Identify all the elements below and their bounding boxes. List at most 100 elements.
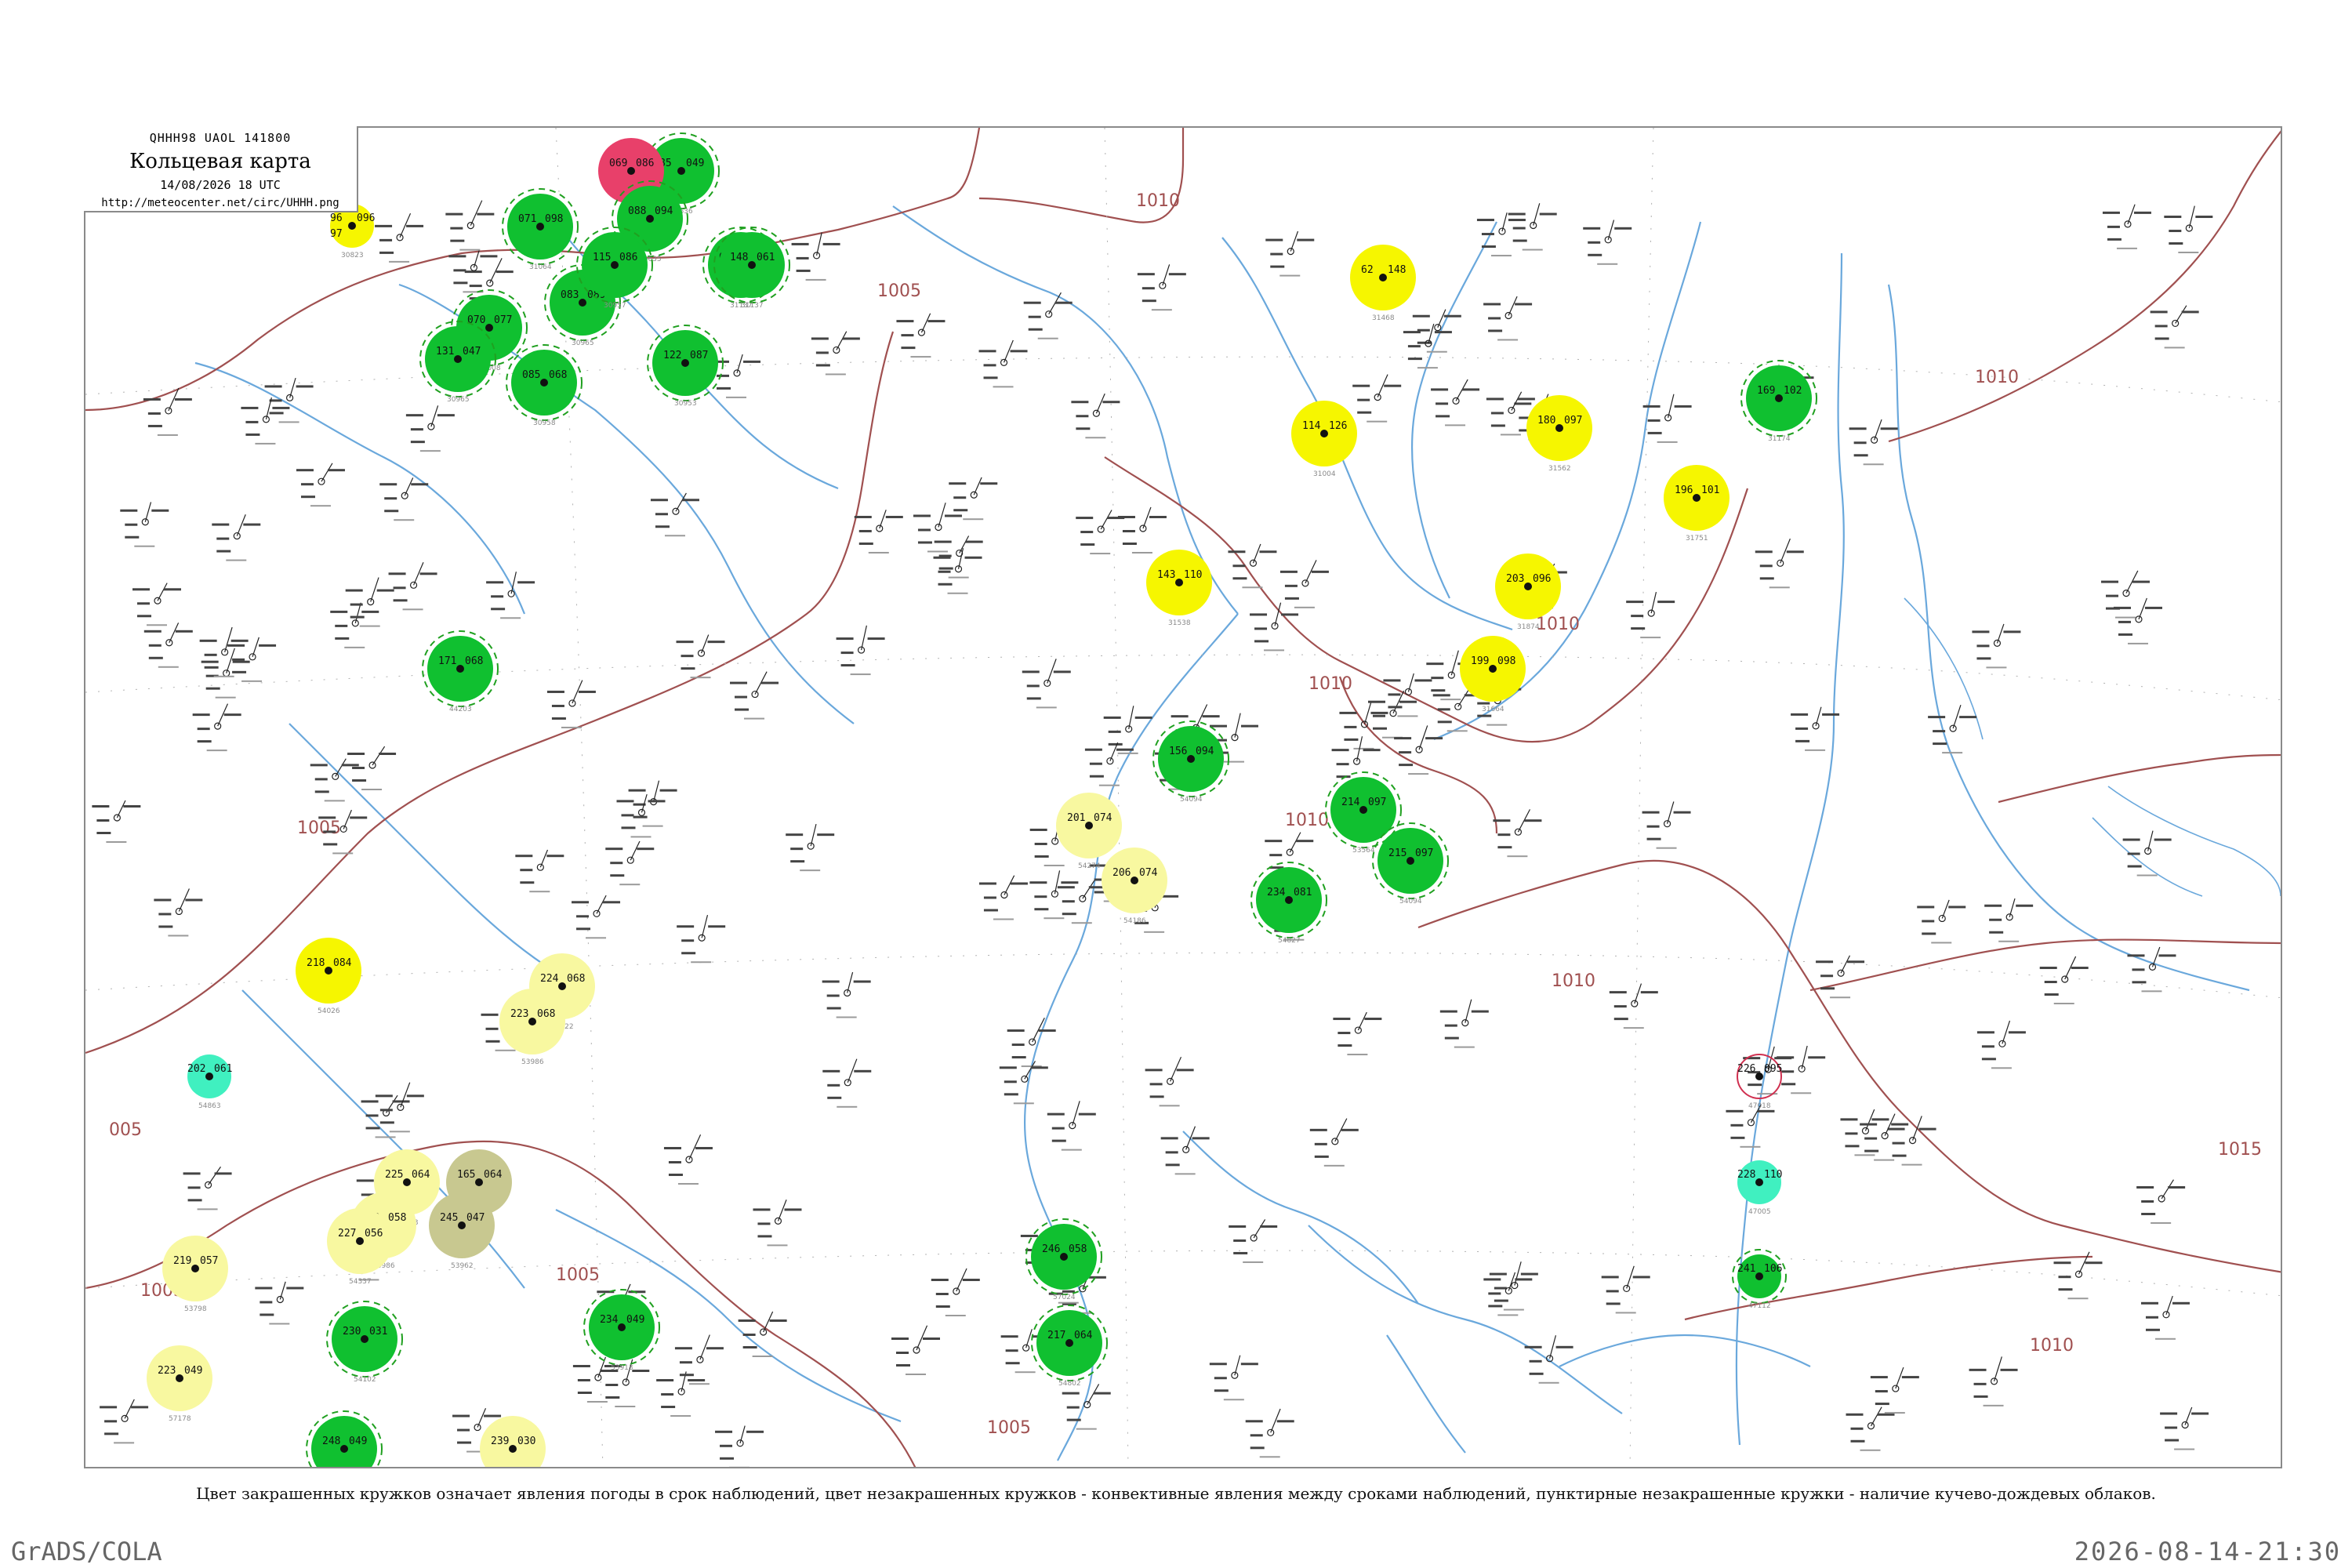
bg-wind-barb: [144, 502, 152, 522]
bg-value-mark: [551, 704, 564, 707]
bg-value-mark: [1984, 904, 2002, 907]
bg-value-mark: [1102, 401, 1120, 404]
bg-wind-barb: [1952, 705, 1962, 729]
station-rain-1: 8504930636: [643, 132, 720, 216]
bg-id-mark: [394, 519, 415, 521]
bg-value-mark: [1757, 1109, 1775, 1112]
bg-station-plot: [1431, 379, 1480, 426]
bg-value-mark: [576, 915, 590, 918]
bg-value-mark: [1297, 238, 1315, 241]
bg-station-plot: [1969, 1356, 2018, 1406]
bg-wind-barb: [510, 572, 517, 594]
bg-wind-barb: [473, 249, 480, 268]
bg-value-mark: [933, 556, 951, 559]
station-dot: [1175, 579, 1183, 586]
bg-id-mark: [868, 551, 889, 554]
bg-wind-barb: [2078, 1251, 2090, 1275]
bg-value-mark: [1901, 1376, 1919, 1379]
bg-value-mark: [854, 515, 872, 518]
bg-id-mark: [1085, 437, 1106, 439]
bg-station-dot: [470, 263, 478, 271]
bg-id-mark: [690, 677, 711, 679]
bg-station-plot: [1846, 1406, 1895, 1451]
bg-id-mark: [1036, 706, 1057, 709]
bg-value-mark: [1094, 891, 1109, 894]
bg-station-dot: [1812, 722, 1820, 730]
bg-value-mark: [1270, 252, 1283, 256]
station-temp: 96: [330, 212, 343, 224]
bg-value-mark: [679, 1361, 692, 1364]
bg-station-plot: [255, 1281, 304, 1325]
bg-value-mark: [379, 483, 397, 486]
bg-id-mark: [586, 937, 607, 939]
bg-wind-barb: [1450, 650, 1459, 676]
bg-value-mark: [1795, 739, 1810, 742]
cb-ring-marker: [612, 180, 688, 257]
bg-value-mark: [1976, 644, 1990, 648]
station-dot: [536, 223, 544, 230]
bg-value-mark: [1034, 842, 1047, 845]
bg-station-dot: [1514, 828, 1523, 836]
bg-wind-barb: [343, 809, 352, 829]
bg-wind-barb: [370, 577, 379, 602]
bg-value-mark: [2136, 1185, 2154, 1189]
bg-value-mark: [796, 269, 811, 272]
bg-wind-barb: [477, 1408, 487, 1428]
bg-value-mark: [406, 1094, 424, 1098]
station-temp: 069: [609, 158, 627, 169]
station-dot: [1187, 755, 1195, 763]
bg-station-plot: [1601, 1265, 1650, 1314]
bg-station-dot: [1452, 397, 1460, 405]
station-temp: 070: [467, 314, 485, 326]
bg-value-mark: [938, 583, 953, 586]
bg-id-mark: [2116, 247, 2137, 249]
bg-id-mark: [459, 249, 481, 251]
bg-value-mark: [628, 789, 646, 792]
station-dot: [1755, 1073, 1763, 1080]
bg-value-mark: [1094, 878, 1107, 881]
station-id: 31562: [1548, 465, 1571, 473]
bg-id-mark: [1367, 420, 1388, 423]
station-pressure: 061: [757, 252, 775, 263]
bg-value-mark: [1781, 1070, 1795, 1073]
bg-value-mark: [706, 1347, 724, 1350]
bg-value-mark: [1062, 900, 1075, 903]
bg-id-mark: [1353, 747, 1374, 750]
bg-station-plot: [92, 800, 141, 843]
bg-value-mark: [1314, 1155, 1329, 1158]
bg-value-mark: [1232, 577, 1247, 580]
bg-wind-barb: [1634, 983, 1642, 1004]
bg-value-mark: [1632, 1276, 1650, 1279]
bg-wind-barb: [1993, 1356, 2002, 1382]
bg-wind-barb: [1054, 870, 1061, 895]
bg-station-dot: [1631, 1000, 1639, 1007]
bg-id-mark: [586, 1400, 608, 1403]
bg-value-mark: [815, 364, 830, 367]
station-dot: [454, 355, 462, 363]
station-temp: 224: [540, 973, 559, 985]
bg-value-mark: [842, 337, 860, 340]
bg-wind-barb: [956, 1268, 967, 1292]
station-dot: [1555, 424, 1563, 432]
station-pressure: 047: [466, 1212, 485, 1224]
bg-value-mark: [384, 497, 397, 500]
bg-value-mark: [1748, 1071, 1761, 1074]
bg-value-mark: [1228, 550, 1246, 554]
bg-station-dot: [339, 825, 347, 833]
bg-value-mark: [826, 1007, 841, 1010]
bg-wind-barb: [2188, 205, 2195, 229]
station-dot: [1524, 583, 1532, 590]
bg-station-plot: [854, 510, 903, 554]
bg-value-mark: [621, 814, 634, 817]
bg-station-dot: [1434, 324, 1442, 332]
bg-value-mark: [1730, 1136, 1745, 1139]
bg-station-plot: [1103, 706, 1152, 754]
bg-wind-barb: [116, 800, 126, 818]
bg-station-plot: [1279, 560, 1329, 608]
station-temp: 171: [438, 655, 456, 667]
bg-station-plot: [1493, 809, 1542, 858]
bg-value-mark: [1601, 1276, 1619, 1279]
